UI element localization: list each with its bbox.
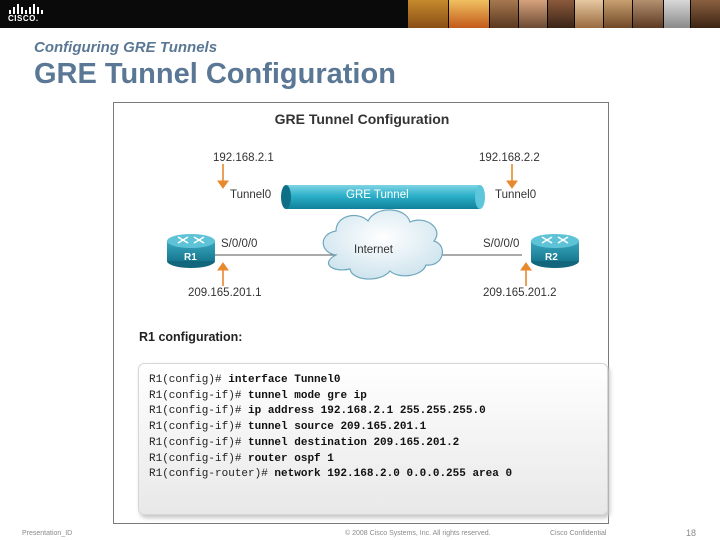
figure-title: GRE Tunnel Configuration — [274, 111, 450, 127]
r1-tunnel-ip: 192.168.2.1 — [213, 152, 274, 164]
banner-photos — [408, 0, 720, 28]
config-line: R1(config-if)# tunnel source 209.165.201… — [149, 421, 427, 434]
footer-confidential: Cisco Confidential — [550, 530, 607, 537]
network-diagram — [167, 164, 579, 286]
config-line: R1(config-if)# ip address 192.168.2.1 25… — [149, 405, 486, 418]
top-banner: CISCO. — [0, 0, 720, 28]
page-number: 18 — [686, 528, 697, 538]
page-title: GRE Tunnel Configuration — [34, 58, 396, 90]
r1-public-ip: 209.165.201.1 — [188, 287, 262, 299]
cisco-wordmark: CISCO. — [8, 14, 39, 23]
r1-serial-interface: S/0/0/0 — [221, 238, 258, 250]
cisco-logo: CISCO. — [8, 4, 44, 24]
footer-presentation-id: Presentation_ID — [22, 530, 73, 537]
footer-copyright: © 2008 Cisco Systems, Inc. All rights re… — [345, 530, 491, 537]
router-r2-label: R2 — [545, 252, 558, 263]
r2-tunnel-ip: 192.168.2.2 — [479, 152, 540, 164]
gre-diagram-figure: GRE Tunnel Configuration — [113, 102, 609, 524]
config-line: R1(config-router)# network 192.168.2.0 0… — [149, 468, 513, 481]
config-heading: R1 configuration: — [139, 330, 243, 344]
r1-tunnel-interface: Tunnel0 — [230, 189, 272, 201]
config-line: R1(config-if)# tunnel destination 209.16… — [149, 436, 460, 449]
gre-tunnel-label: GRE Tunnel — [346, 189, 409, 201]
r2-tunnel-interface: Tunnel0 — [495, 189, 537, 201]
config-line: R1(config)# interface Tunnel0 — [149, 374, 341, 386]
router-r1-icon — [167, 234, 215, 268]
arrow-icon — [217, 164, 532, 286]
r2-public-ip: 209.165.201.2 — [483, 287, 557, 299]
internet-label: Internet — [354, 244, 393, 256]
section-subtitle: Configuring GRE Tunnels — [34, 39, 218, 56]
internet-cloud — [322, 209, 443, 280]
config-code: R1(config)# interface Tunnel0 R1(config-… — [149, 373, 512, 483]
config-code-box: R1(config)# interface Tunnel0 R1(config-… — [138, 363, 608, 515]
gre-tunnel-pipe — [281, 185, 485, 209]
cisco-bars-icon — [8, 4, 44, 14]
config-line: R1(config-if)# router ospf 1 — [149, 452, 334, 465]
router-r1-label: R1 — [184, 252, 197, 263]
config-line: R1(config-if)# tunnel mode gre ip — [149, 389, 367, 402]
r2-serial-interface: S/0/0/0 — [483, 238, 520, 250]
router-r2-icon — [531, 234, 579, 268]
